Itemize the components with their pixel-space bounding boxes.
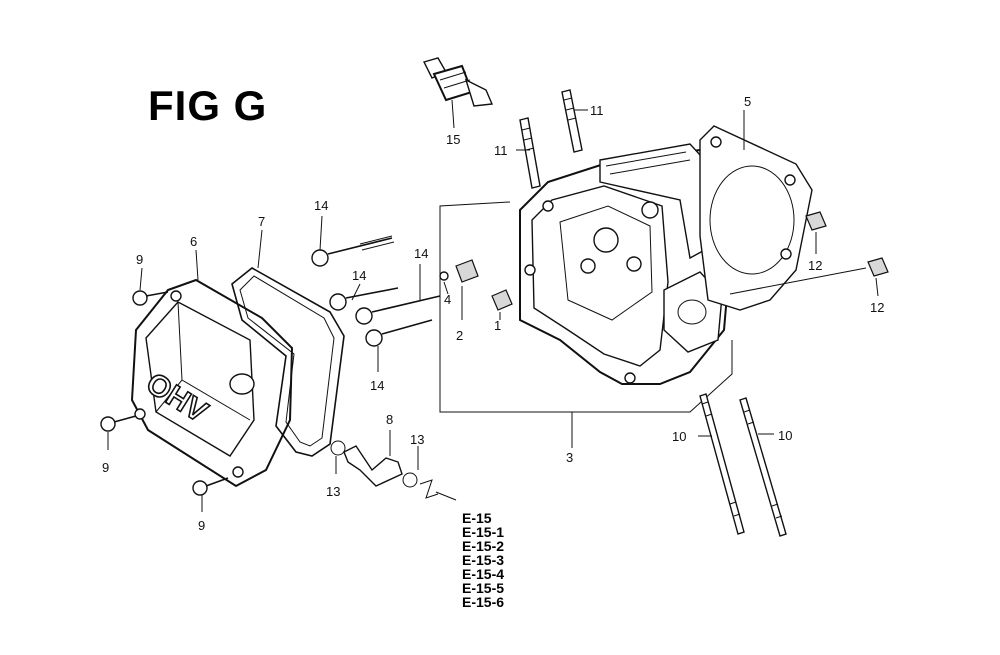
reference-e15-2: E-15-2 xyxy=(462,538,505,554)
callout-10-right: 10 xyxy=(778,428,792,443)
breather-tube xyxy=(343,445,403,487)
callout-12-upper: 12 xyxy=(808,258,822,273)
callout-11-upper: 11 xyxy=(590,103,604,118)
callout-4: 4 xyxy=(444,292,451,307)
reference-e15: E-15 xyxy=(462,510,492,526)
stud-11-upper xyxy=(561,89,583,153)
reference-e15-4: E-15-4 xyxy=(462,566,505,582)
callout-8: 8 xyxy=(386,412,393,427)
callout-3: 3 xyxy=(566,450,573,465)
callout-14-right: 14 xyxy=(414,246,428,261)
clamp-13-left xyxy=(330,440,346,456)
reference-e15-6: E-15-6 xyxy=(462,594,505,610)
callout-11-lower: 11 xyxy=(494,143,508,158)
callout-9-top: 9 xyxy=(136,252,143,267)
reference-e15-3: E-15-3 xyxy=(462,552,505,568)
callout-5: 5 xyxy=(744,94,751,109)
valve-cover: OHV xyxy=(130,278,294,488)
bolt-9-left xyxy=(100,415,137,432)
bolt-14-a xyxy=(329,287,399,311)
callout-14-top: 14 xyxy=(314,198,328,213)
dowel-12-right xyxy=(867,257,889,277)
callout-10-left: 10 xyxy=(672,429,686,444)
cylinder-head xyxy=(519,143,732,385)
bolt-14-b xyxy=(355,295,441,325)
cover-gasket xyxy=(231,267,345,457)
head-gasket xyxy=(699,125,813,311)
callout-6: 6 xyxy=(190,234,197,249)
dowel-pin-2 xyxy=(455,259,479,283)
callout-7: 7 xyxy=(258,214,265,229)
callout-15: 15 xyxy=(446,132,460,147)
callout-1: 1 xyxy=(494,318,501,333)
bolt-9-bottom xyxy=(192,477,229,496)
dowel-pin-1 xyxy=(491,289,513,311)
spark-plug xyxy=(422,57,494,107)
dowel-12-upper xyxy=(805,211,827,231)
stud-11-lower xyxy=(519,117,541,189)
reference-e15-1: E-15-1 xyxy=(462,524,505,540)
stud-10-right xyxy=(739,397,787,537)
callout-13-right: 13 xyxy=(410,432,424,447)
callout-14-bottom: 14 xyxy=(370,378,384,393)
callout-9-left: 9 xyxy=(102,460,109,475)
callout-12-right: 12 xyxy=(870,300,884,315)
pin-4 xyxy=(439,271,449,281)
bolt-14-c xyxy=(365,319,433,347)
bolt-14-long xyxy=(311,235,395,267)
callout-9-bottom: 9 xyxy=(198,518,205,533)
callout-14-mid: 14 xyxy=(352,268,366,283)
callout-13-left: 13 xyxy=(326,484,340,499)
bolt-9-top xyxy=(132,290,169,306)
callout-2: 2 xyxy=(456,328,463,343)
figure-title: FIG G xyxy=(148,82,268,129)
stud-10-left xyxy=(699,393,745,535)
reference-e15-5: E-15-5 xyxy=(462,580,505,596)
clamp-13-right xyxy=(402,472,439,499)
